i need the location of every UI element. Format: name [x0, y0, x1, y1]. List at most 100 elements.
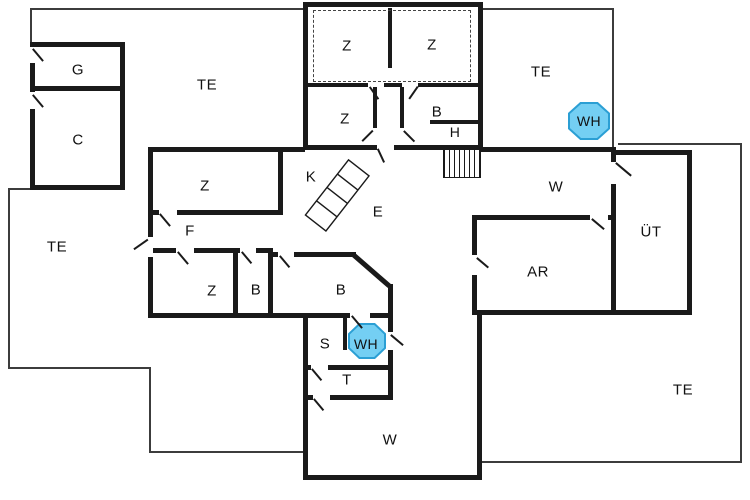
- wall-segment: [194, 248, 240, 253]
- wall-segment: [30, 185, 125, 190]
- wall-segment: [305, 365, 311, 370]
- door-swing: [32, 48, 44, 62]
- terrace-outline: [740, 143, 742, 463]
- room-label-z-upper-right: Z: [427, 36, 437, 54]
- room-label-f: F: [185, 222, 195, 240]
- whirlpool-lower-icon: [350, 325, 384, 357]
- wall-segment: [30, 42, 35, 46]
- door-swing: [311, 368, 323, 381]
- wall-segment: [148, 257, 153, 318]
- room-label-z-lower: Z: [207, 282, 217, 300]
- wall-segment: [153, 248, 176, 253]
- wall-segment: [303, 475, 482, 480]
- stairs-lower-icon: [304, 158, 371, 232]
- terrace-outline: [30, 8, 305, 10]
- room-label-h: H: [449, 124, 461, 140]
- room-label-z-mid: Z: [340, 110, 350, 128]
- terrace-outline: [618, 143, 742, 145]
- room-label-w-lower: W: [382, 431, 398, 449]
- wall-segment: [384, 83, 402, 87]
- terrace-outline: [8, 188, 32, 190]
- wall-segment: [303, 2, 308, 150]
- door-swing: [133, 239, 149, 251]
- wall-segment: [308, 83, 368, 87]
- wall-segment: [328, 365, 392, 370]
- wall-segment: [294, 252, 356, 257]
- wall-segment: [472, 275, 477, 315]
- room-label-b-small: B: [250, 281, 262, 299]
- wall-segment: [148, 313, 310, 318]
- door-swing: [591, 218, 605, 230]
- terrace-outline: [482, 461, 742, 463]
- terrace-outline: [149, 451, 305, 453]
- wall-segment: [303, 145, 377, 150]
- room-label-c: C: [72, 131, 84, 149]
- door-swing: [159, 213, 171, 227]
- wall-segment: [350, 252, 391, 288]
- wall-segment: [278, 147, 283, 215]
- room-label-ut: ÜT: [640, 223, 662, 241]
- roof-overhang-outline: [313, 10, 471, 82]
- wall-segment: [480, 147, 615, 152]
- wall-segment: [472, 310, 692, 315]
- door-swing: [615, 162, 632, 177]
- wall-segment: [268, 252, 278, 257]
- wall-segment: [616, 150, 690, 155]
- wall-segment: [148, 147, 153, 237]
- room-label-ar: AR: [527, 263, 549, 281]
- wall-segment: [608, 215, 616, 220]
- wall-segment: [430, 120, 478, 124]
- wall-segment: [478, 2, 483, 150]
- wall-segment: [120, 42, 125, 190]
- wall-segment: [373, 87, 377, 128]
- wall-segment: [303, 313, 308, 480]
- room-label-g: G: [71, 61, 85, 79]
- door-swing: [241, 251, 253, 264]
- door-swing: [403, 130, 416, 142]
- wall-segment: [611, 184, 616, 315]
- wall-segment: [611, 147, 616, 162]
- room-label-z-left: Z: [200, 177, 210, 195]
- door-swing: [476, 257, 489, 268]
- wall-segment: [303, 2, 483, 7]
- terrace-outline: [481, 8, 614, 10]
- wall-segment: [30, 42, 125, 47]
- terrace-outline: [8, 367, 151, 369]
- stairs-upper-icon: [443, 149, 481, 178]
- room-label-k: K: [305, 168, 317, 186]
- wall-segment: [388, 284, 393, 332]
- room-label-te-top-left: TE: [196, 76, 218, 94]
- wall-segment: [472, 215, 590, 220]
- wall-segment: [30, 63, 35, 92]
- room-label-te-left: TE: [46, 238, 68, 256]
- terrace-outline: [30, 8, 32, 44]
- wall-segment: [32, 86, 123, 91]
- room-label-wh-top: WH: [576, 113, 602, 129]
- door-swing: [390, 334, 404, 346]
- wall-segment: [388, 8, 392, 68]
- door-swing: [361, 130, 374, 142]
- room-label-w-upper: W: [548, 178, 564, 196]
- door-swing: [377, 148, 386, 163]
- wall-segment: [477, 313, 482, 480]
- wall-segment: [177, 210, 282, 215]
- wall-segment: [305, 313, 350, 318]
- wall-segment: [418, 83, 478, 87]
- room-label-s: S: [319, 335, 331, 353]
- door-swing: [32, 94, 44, 108]
- wall-segment: [370, 313, 392, 318]
- wall-segment: [687, 150, 692, 315]
- terrace-outline: [149, 367, 151, 453]
- wall-segment: [148, 147, 305, 152]
- wall-segment: [268, 248, 273, 317]
- whirlpool-top-icon: [570, 104, 608, 138]
- door-swing: [313, 398, 325, 411]
- room-label-te-right: TE: [672, 381, 694, 399]
- wall-segment: [343, 318, 347, 350]
- room-label-te-top-right: TE: [530, 63, 552, 81]
- wall-segment: [256, 248, 272, 253]
- wall-segment: [394, 145, 483, 150]
- room-label-b-lower: B: [335, 281, 347, 299]
- room-label-b-upper: B: [431, 103, 443, 121]
